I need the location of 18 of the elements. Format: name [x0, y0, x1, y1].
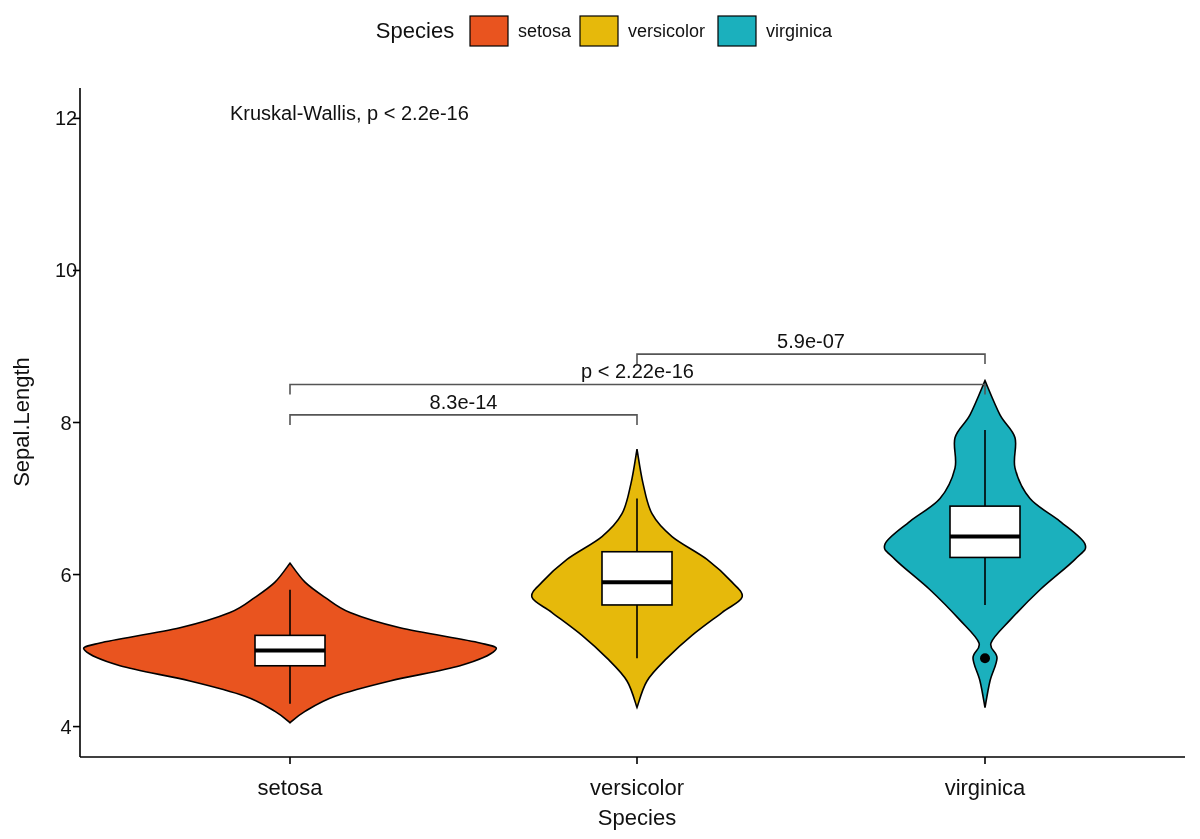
p-value-label: 8.3e-14 — [429, 391, 498, 412]
legend-label: virginica — [766, 22, 833, 40]
legend-label: setosa — [518, 22, 572, 40]
tick-label: 8 — [60, 412, 72, 433]
tick-label: 6 — [60, 564, 72, 585]
tick-label: versicolor — [589, 777, 685, 799]
p-value-label: p < 2.22e-16 — [581, 361, 694, 382]
tick-label: setosa — [257, 777, 323, 799]
tick-label: 12 — [54, 108, 78, 129]
test-result-label: Kruskal-Wallis, p < 2.2e-16 — [230, 103, 469, 123]
legend-title: Species — [375, 20, 455, 42]
axis-title: Sepal.Length — [11, 357, 33, 487]
tick-label: 10 — [54, 260, 78, 281]
legend-label: versicolor — [628, 22, 706, 40]
tick-label: 4 — [60, 716, 72, 737]
tick-label: virginica — [944, 777, 1026, 799]
p-value-label: 5.9e-07 — [777, 331, 845, 352]
axis-title: Species — [597, 807, 677, 829]
